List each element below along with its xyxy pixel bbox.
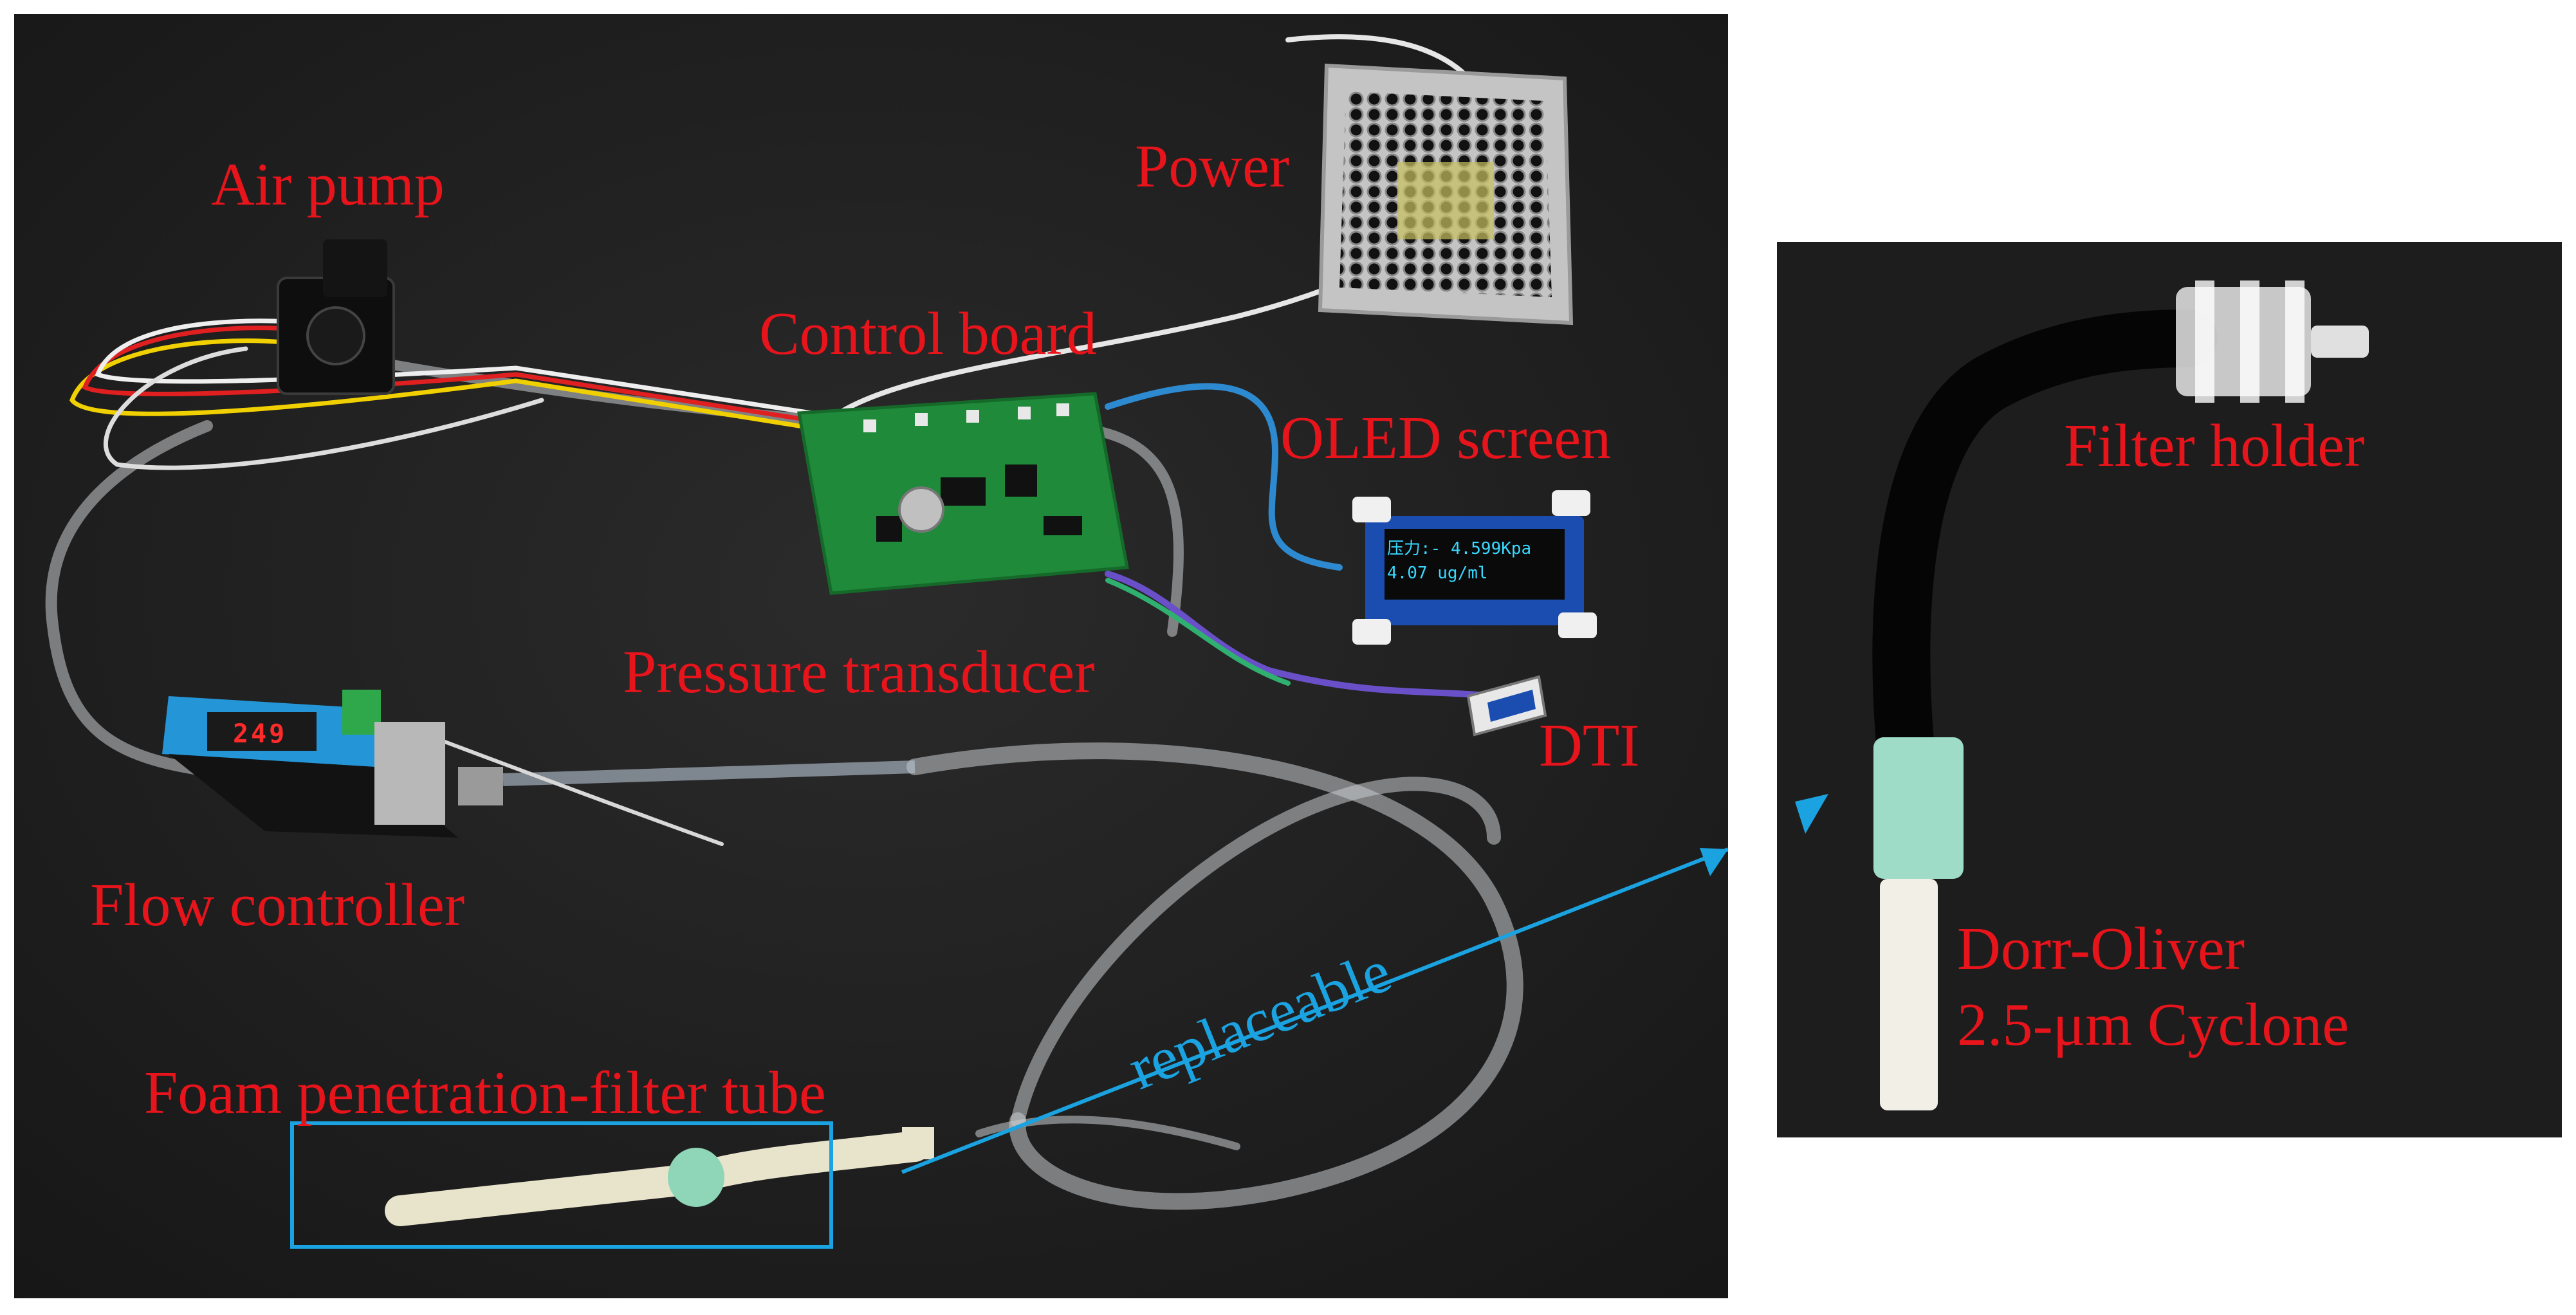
main-setup-photo: Air pump Power Control board OLED screen… [14,14,1728,1298]
arrow-head [1700,848,1728,876]
cyclone-label-line1: Dorr-Oliver [1957,915,2245,982]
flow-controller-label: Flow controller [90,872,465,939]
power-label: Power [1135,133,1290,200]
cyclone-inset-photo: Filter holder Dorr-Oliver 2.5-μm Cyclone [1777,242,2562,1137]
cyclone-illustration [1777,242,2562,1137]
air-pump-label: Air pump [211,151,445,218]
inset-arrow-head [1795,794,1828,834]
oled-line-2: 4.07 ug/ml [1387,564,1488,583]
filter-holder-label: Filter holder [2064,412,2365,479]
flow-display: 249 [233,719,288,749]
oled-screen-label: OLED screen [1280,405,1612,472]
setup-illustration [14,14,1728,1298]
black-hose [1872,309,2218,779]
dti-label: DTI [1539,712,1640,779]
pressure-transducer-label: Pressure transducer [623,639,1095,706]
foam-filter-tube [385,1127,934,1226]
cyclone-label-line2: 2.5-μm Cyclone [1957,991,2350,1058]
oled-module [1352,490,1597,645]
filter-holder [2176,280,2369,403]
oled-line-1: 压力:- 4.599Kpa [1387,539,1532,558]
air-pump [277,239,395,395]
oled-readout: 压力:- 4.599Kpa 4.07 ug/ml [1387,537,1561,585]
arrow-head-layer [1700,848,1728,876]
power-supply [1318,63,1574,326]
control-board [797,392,1129,595]
flow-controller [162,690,503,838]
replaceable-arrow-line [901,847,1728,1174]
control-board-label: Control board [759,300,1097,367]
tube-highlight-box [290,1121,833,1249]
dti-connector [1466,675,1547,737]
cyclone [1873,737,1964,1110]
foam-filter-tube-label: Foam penetration-filter tube [144,1060,826,1126]
pipe-to-flow [502,760,915,786]
